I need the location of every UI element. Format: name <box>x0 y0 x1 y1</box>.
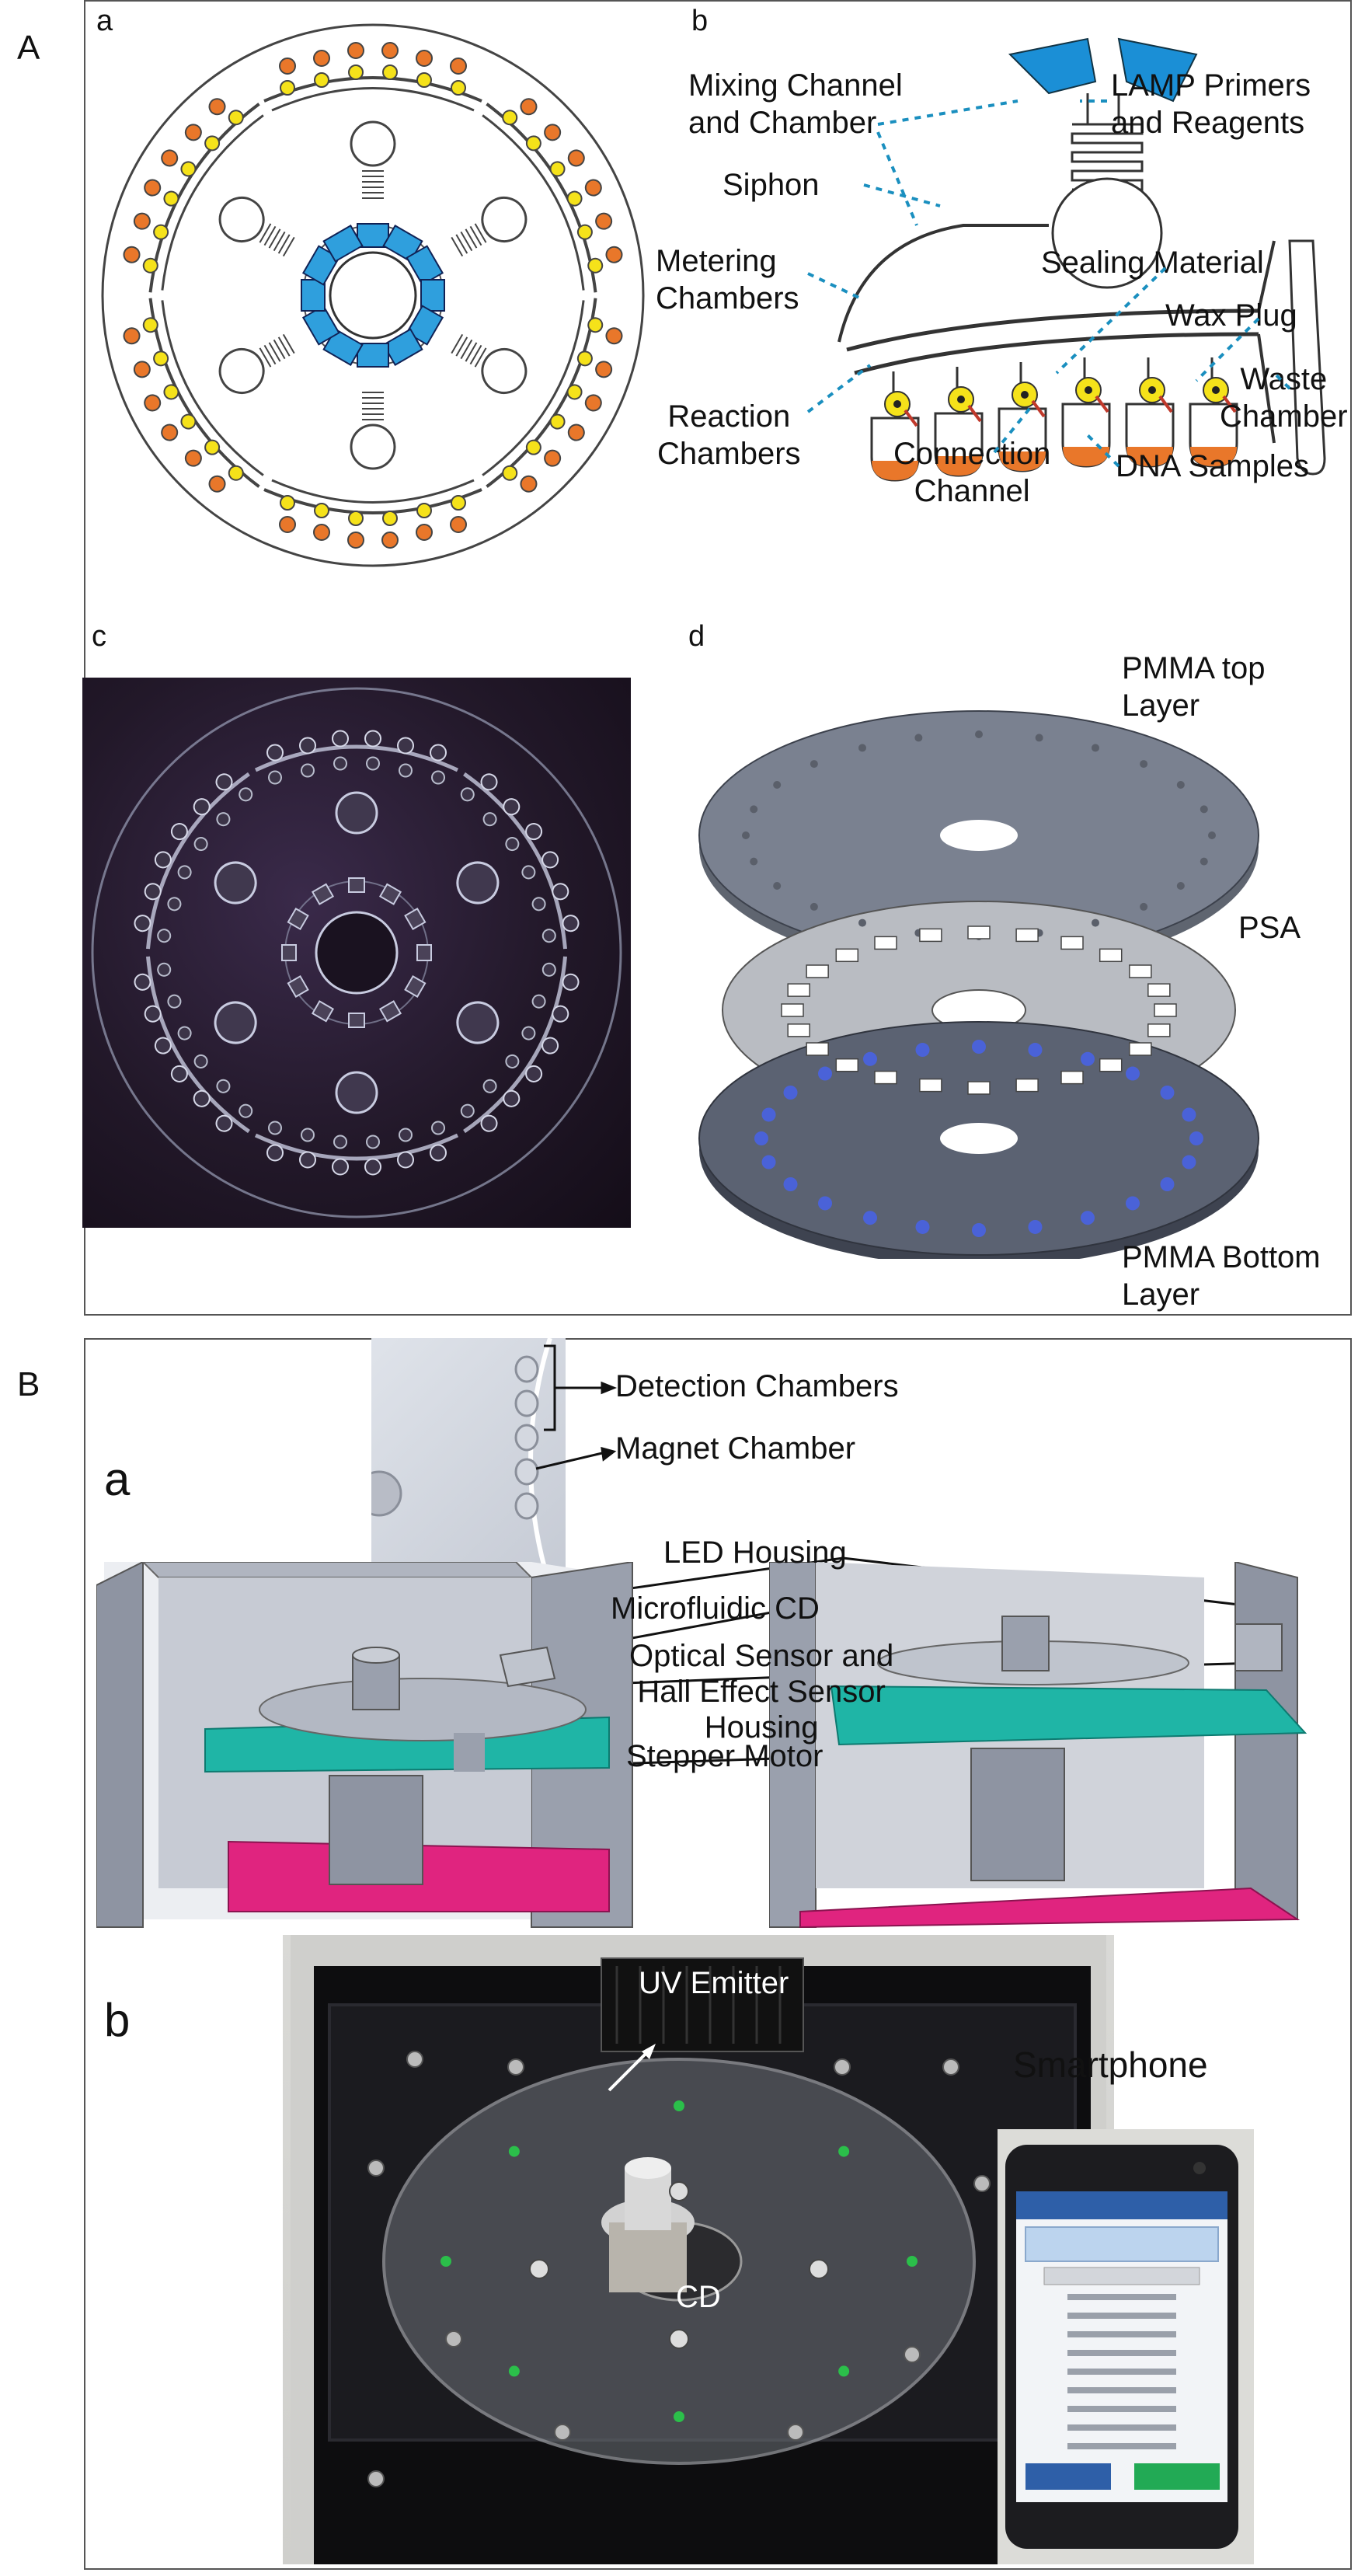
enclosure-right-render <box>769 1562 1308 1929</box>
panel-a-frame <box>84 0 1352 1316</box>
panel-a-letter: A <box>17 29 40 67</box>
label-smartphone: Smartphone <box>1013 2044 1208 2085</box>
label-waste: Waste Chamber <box>1220 362 1348 434</box>
label-mixing-channel: Mixing Channel and Chamber <box>688 68 903 140</box>
label-reaction: Reaction Chambers <box>657 399 801 471</box>
exploded-layers-diagram <box>698 710 1259 1259</box>
label-stepper-motor: Stepper Motor <box>626 1739 824 1773</box>
device-photo <box>283 1935 1114 2564</box>
label-wax-plug: Wax Plug <box>1165 298 1297 333</box>
label-siphon: Siphon <box>723 168 820 202</box>
label-microfluidic-cd: Microfluidic CD <box>611 1591 820 1626</box>
panel-b-letter: B <box>17 1365 40 1403</box>
enclosure-left-render <box>96 1562 633 1928</box>
label-optical-sensor: Optical Sensor and Hall Effect Sensor Ho… <box>629 1639 894 1745</box>
panel-a-sub-b: b <box>691 5 709 37</box>
label-dna: DNA Samples <box>1116 449 1309 483</box>
label-magnet-chamber: Magnet Chamber <box>615 1431 856 1466</box>
chip-photo <box>82 678 631 1228</box>
label-lamp-primers: LAMP Primers and Reagents <box>1111 68 1311 140</box>
label-cd: CD <box>676 2280 721 2314</box>
panel-b-sub-a: a <box>104 1453 131 1505</box>
label-connection: Connection Channel <box>893 437 1051 508</box>
panel-a-sub-c: c <box>92 620 106 653</box>
label-sealing: Sealing Material <box>1041 246 1264 280</box>
chip-layout-diagram <box>101 23 645 567</box>
label-pmma-top: PMMA top Layer <box>1122 651 1266 723</box>
panel-b-sub-b: b <box>104 1994 131 2046</box>
smartphone-photo <box>998 2129 1254 2564</box>
inset-detection-zoom <box>356 1337 566 1588</box>
label-detection-chambers: Detection Chambers <box>615 1369 899 1403</box>
label-led-housing: LED Housing <box>663 1535 847 1570</box>
panel-a-sub-d: d <box>688 620 705 653</box>
panel-a-sub-a: a <box>96 5 113 37</box>
label-uv-emitter: UV Emitter <box>639 1966 789 2000</box>
label-psa: PSA <box>1238 911 1301 945</box>
label-pmma-bottom: PMMA Bottom Layer <box>1122 1240 1321 1312</box>
label-metering: Metering Chambers <box>656 244 799 315</box>
panel-b-frame <box>84 1338 1352 2570</box>
